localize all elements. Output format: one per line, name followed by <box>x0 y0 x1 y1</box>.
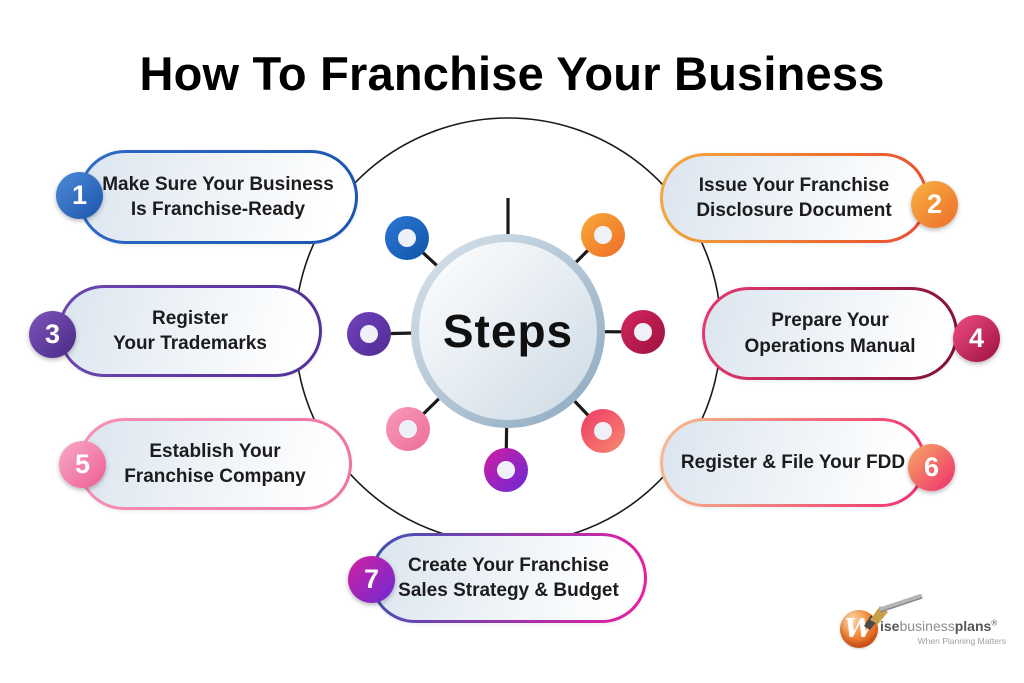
registered-mark: ® <box>991 618 998 628</box>
step-badge-1: 1 <box>56 172 103 219</box>
step-badge-7: 7 <box>348 556 395 603</box>
step-pill-3: Register Your Trademarks <box>58 285 322 377</box>
step-pill-body: Register Your Trademarks <box>61 288 319 374</box>
step-badge-6: 6 <box>908 444 955 491</box>
step-label-line1: Make Sure Your Business <box>102 173 334 195</box>
step-label-line1: Issue Your Franchise <box>698 174 890 196</box>
step-pill-2: Issue Your Franchise Disclosure Document <box>660 153 928 243</box>
page-title: How To Franchise Your Business <box>139 47 885 100</box>
step-pill-5: Establish Your Franchise Company <box>78 418 352 510</box>
logo-part1: ise <box>880 618 900 634</box>
step-label-line1: Register <box>151 307 229 329</box>
pen-icon <box>864 594 923 630</box>
step-label-line2: Is Franchise-Ready <box>130 199 306 220</box>
step-label-line1: Register & File Your FDD <box>680 451 906 473</box>
step-label-line2: Operations Manual <box>744 335 916 357</box>
step-pill-body: Prepare Your Operations Manual <box>705 290 955 377</box>
step-label-line1: Create Your Franchise <box>408 554 609 576</box>
step-label-line2: Your Trademarks <box>113 333 267 354</box>
step-pill-body: Register & File Your FDD <box>663 421 923 504</box>
step-pill-6: Register & File Your FDD <box>660 418 926 507</box>
step-badge-3: 3 <box>29 311 76 358</box>
logo-wordmark: isebusinessplans® <box>880 618 997 634</box>
step-badge-2: 2 <box>911 181 958 228</box>
step-dots <box>347 213 665 492</box>
step-pill-4: Prepare Your Operations Manual <box>702 287 958 380</box>
step-pill-7: Create Your Franchise Sales Strategy & B… <box>370 533 647 623</box>
step-label-line2: Disclosure Document <box>696 200 892 221</box>
step-dot-hole <box>594 226 612 244</box>
step-dot-hole <box>399 420 417 438</box>
step-dot-hole <box>360 325 378 343</box>
step-label-line2: Sales Strategy & Budget <box>398 580 619 601</box>
step-badge-5: 5 <box>59 441 106 488</box>
step-label-line1: Prepare Your <box>771 310 889 332</box>
step-pill-1: Make Sure Your Business Is Franchise-Rea… <box>78 150 358 244</box>
step-pill-body: Create Your Franchise Sales Strategy & B… <box>373 536 644 620</box>
brand-logo: W isebusinessplans® When Planning Matter… <box>830 594 1016 664</box>
logo-part2: business <box>899 618 955 634</box>
step-dot-hole <box>398 229 416 247</box>
logo-part3: plans <box>954 618 992 634</box>
hub-circle <box>419 242 597 420</box>
step-pill-body: Issue Your Franchise Disclosure Document <box>663 156 925 240</box>
step-badge-4: 4 <box>953 315 1000 362</box>
step-pill-body: Make Sure Your Business Is Franchise-Rea… <box>81 153 355 241</box>
step-dot-hole <box>594 422 612 440</box>
step-pill-body: Establish Your Franchise Company <box>81 421 349 507</box>
hub-label: Steps <box>442 305 574 357</box>
step-dot-hole <box>634 323 652 341</box>
step-label-line1: Establish Your <box>149 440 281 462</box>
logo-tagline: When Planning Matters <box>917 636 1006 646</box>
step-dot-hole <box>497 461 515 479</box>
step-label-line2: Franchise Company <box>124 466 306 487</box>
